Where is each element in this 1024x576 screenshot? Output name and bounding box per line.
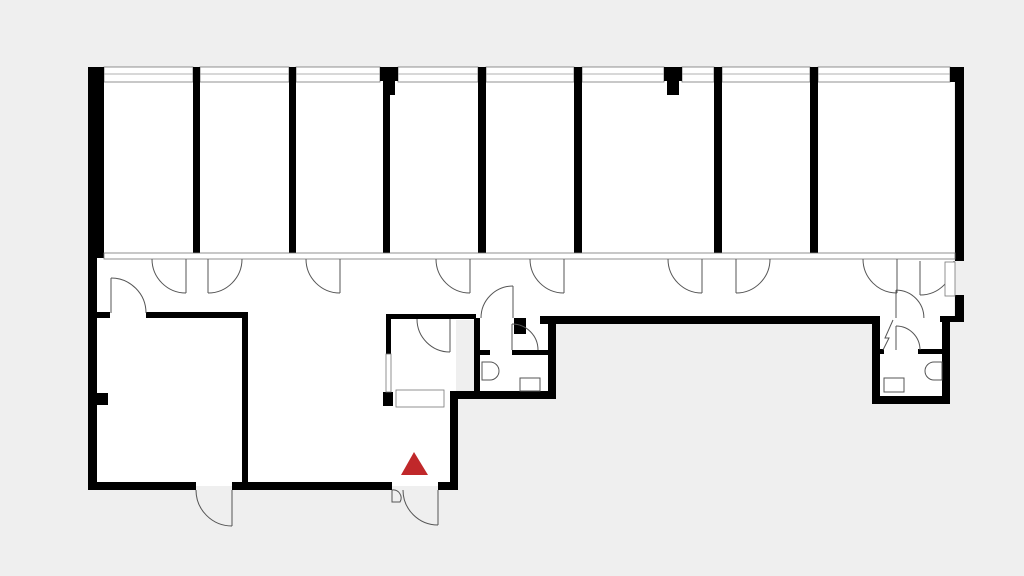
partition-wall: [383, 67, 390, 259]
entrance-marker-triangle-up-icon: [401, 452, 428, 475]
partition-wall: [574, 67, 582, 259]
window: [199, 66, 290, 83]
door-swing-arc: [151, 258, 187, 294]
door-swing-arc: [416, 318, 451, 353]
window: [681, 66, 715, 83]
door-swing-arc: [480, 285, 514, 319]
partition-wall: [193, 67, 200, 259]
floor-area: [96, 74, 954, 486]
door-side-leaf: [391, 489, 402, 503]
doors: [110, 258, 955, 527]
door-swing-arc: [895, 325, 921, 351]
door-swing-arc: [195, 489, 233, 527]
partition-wall: [810, 67, 818, 259]
door-swing-arc: [862, 258, 898, 294]
walls: [88, 67, 964, 490]
partition-wall: [478, 67, 486, 259]
window: [397, 66, 479, 83]
window: [485, 66, 575, 83]
door-swing-arc: [511, 323, 539, 351]
window: [721, 66, 811, 83]
door-swing-arc: [207, 258, 243, 294]
door-swing-arc: [529, 258, 565, 294]
window: [103, 66, 194, 83]
partition-wall: [714, 67, 722, 259]
door-swing-arc: [435, 258, 471, 294]
window-strip: [103, 66, 951, 83]
partition-wall: [289, 67, 296, 259]
door-swing-arc: [402, 489, 439, 526]
window: [581, 66, 665, 83]
door-swing-arc: [735, 258, 771, 294]
toilet-fixture: [385, 261, 956, 408]
window: [817, 66, 951, 83]
window: [295, 66, 381, 83]
corridor-glazing: [103, 252, 956, 260]
door-swing-arc: [895, 289, 925, 319]
door-swing-arc: [305, 258, 341, 294]
door-swing-arc: [667, 258, 703, 294]
door-swing-arc: [110, 277, 147, 314]
